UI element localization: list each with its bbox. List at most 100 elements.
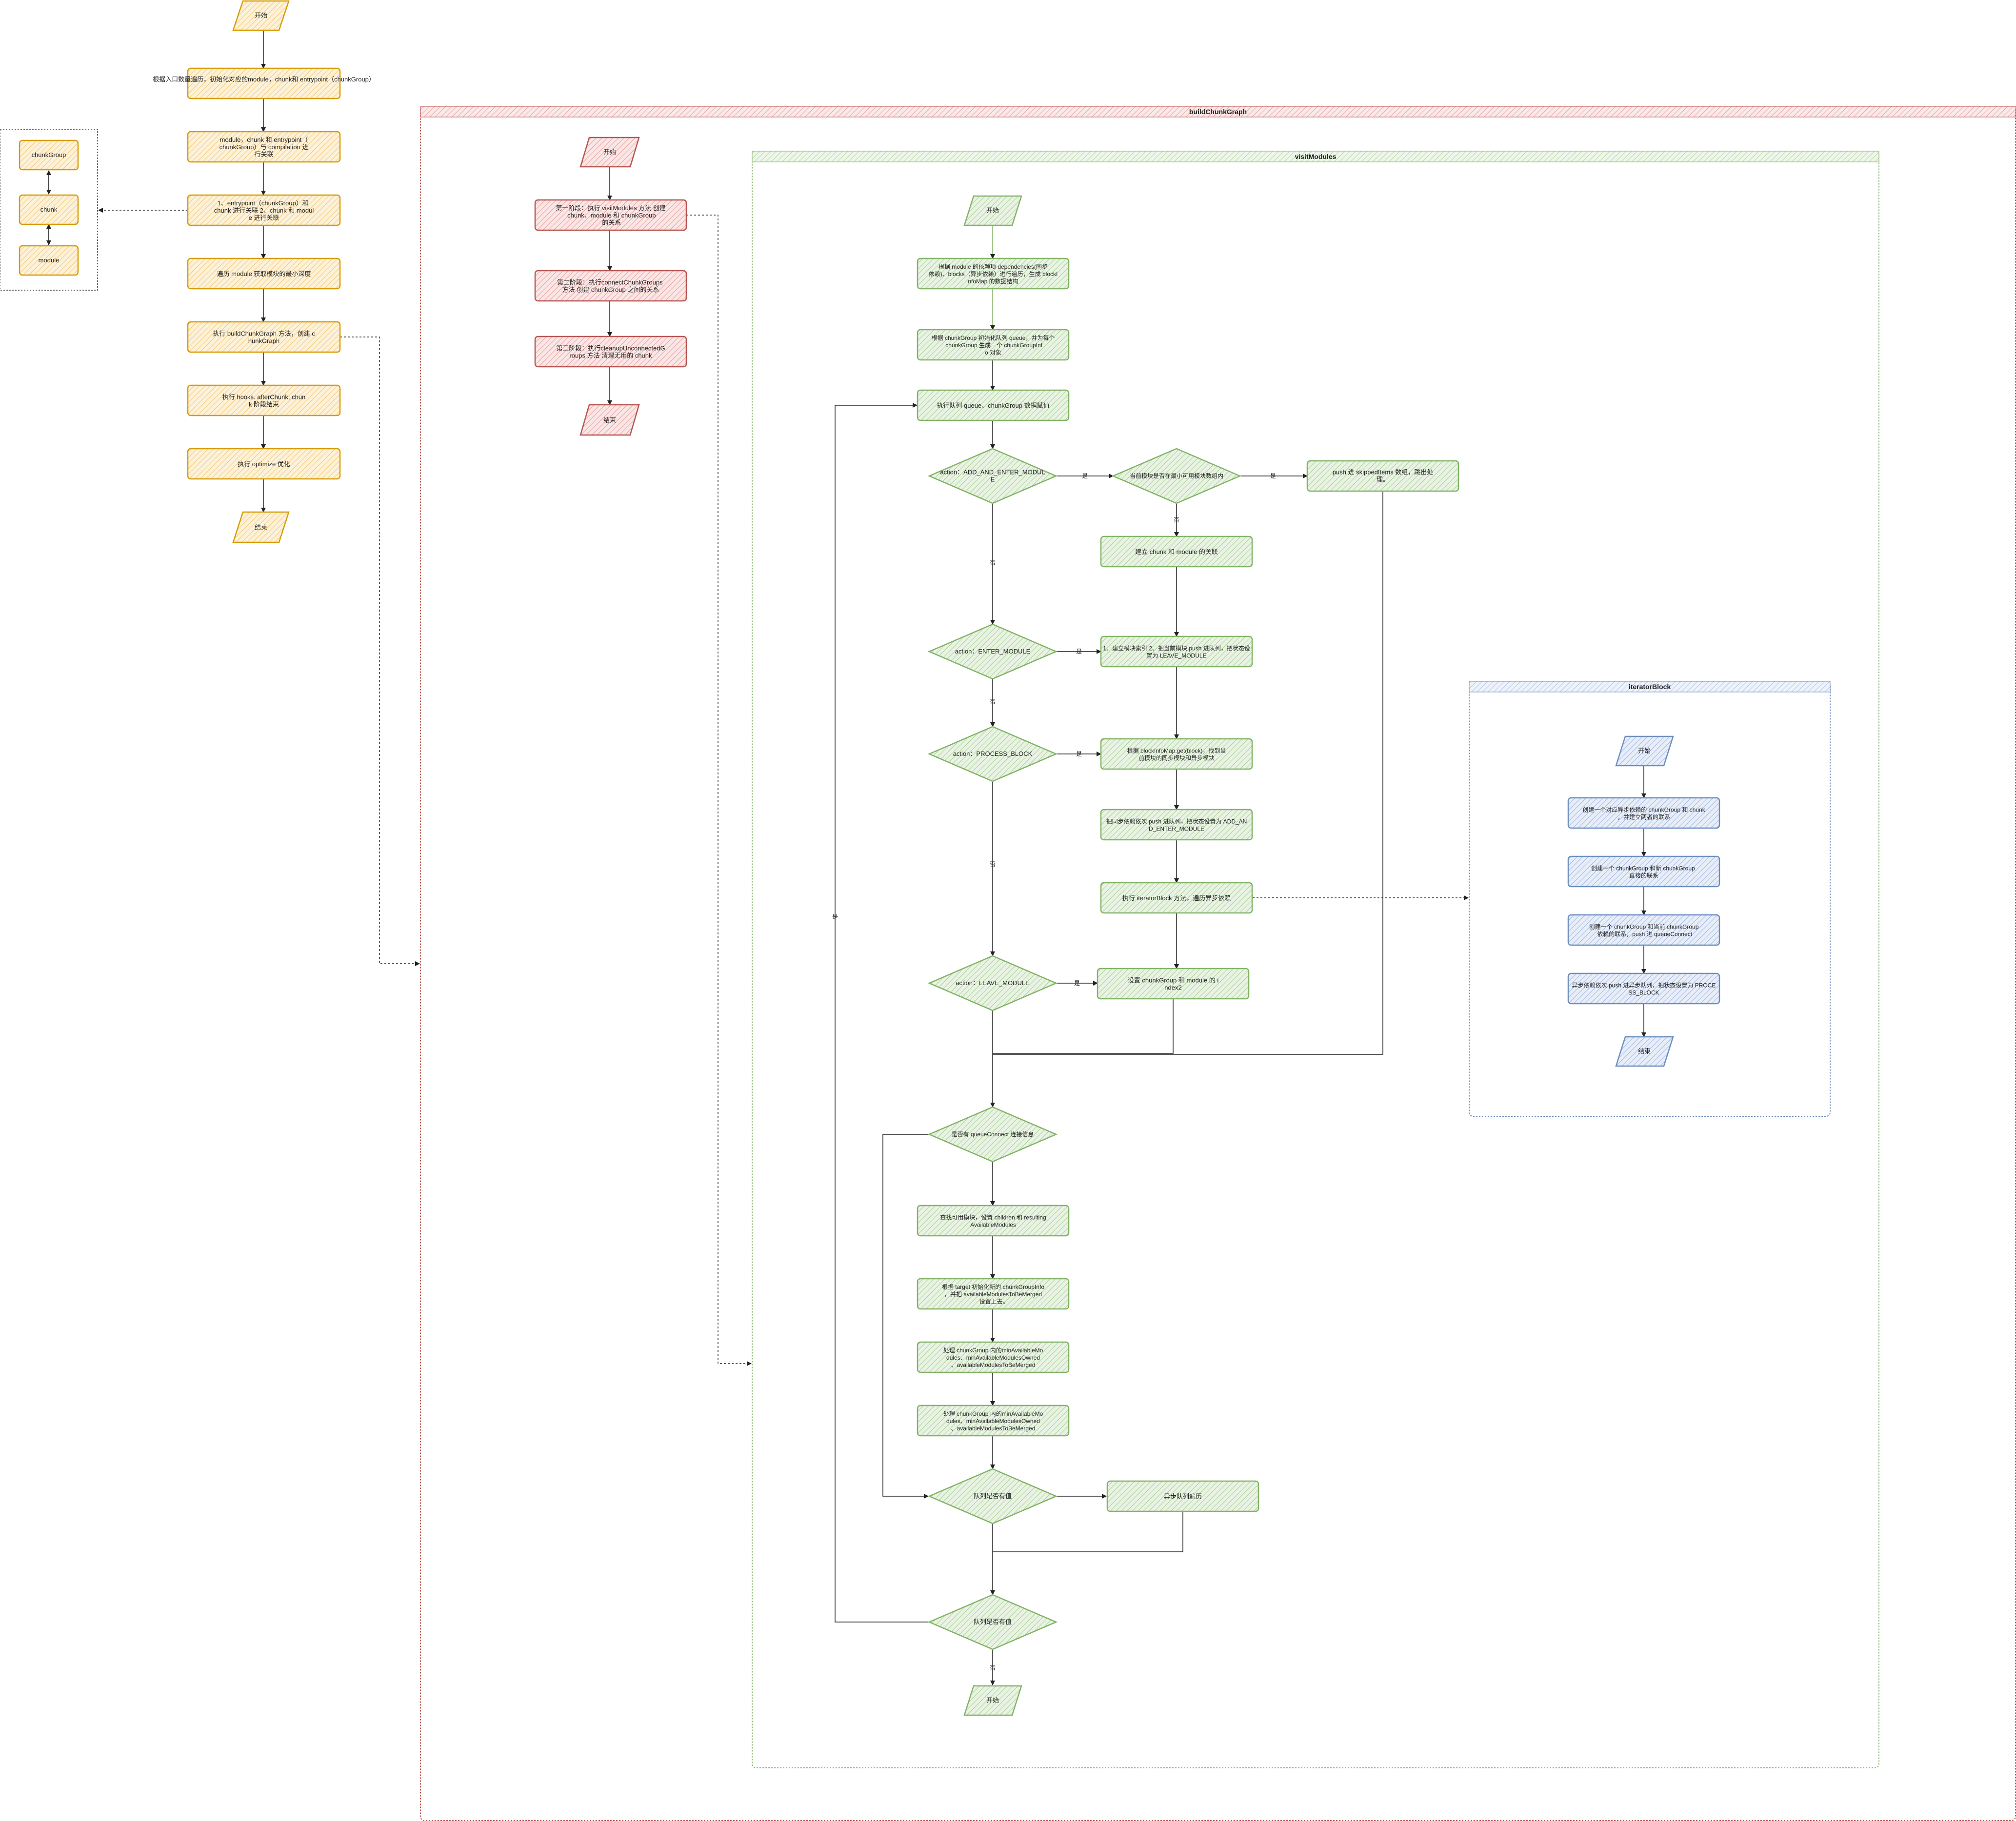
- vm-node-blockinfomap[interactable]: 根据 module 的依赖项 dependencies(同步依赖)、blocks…: [917, 257, 1070, 290]
- vm-node-block-info[interactable]: 根据 blockInfoMap.get(block)，找到当前模块的同步模块和异…: [1100, 738, 1253, 770]
- label-line: 根据 target 初始化新的 chunkGroupInfo: [942, 1283, 1044, 1290]
- relation-chunkgroup-label: chunkGroup: [32, 151, 66, 158]
- vm-start-node[interactable]: 开始: [963, 195, 1022, 226]
- vm-node-link-chunk-module[interactable]: 建立 chunk 和 module 的关联: [1100, 535, 1253, 568]
- main-step-4-label: 遍历 module 获取模块的最小深度: [217, 270, 311, 277]
- edge-label-yes: 是: [1076, 648, 1082, 655]
- vm-end-label: 开始: [986, 1697, 999, 1704]
- vm-decision-min-available-label: 当前模块是否在最小可用模块数组内: [1130, 472, 1223, 479]
- edge-label-yes: 是: [1074, 980, 1080, 987]
- vm-decision-queue-has-value-1[interactable]: 队列是否有值: [927, 1468, 1058, 1524]
- label-line: 依赖的联系，push 进 queueConnect: [1596, 930, 1693, 938]
- ib-node-queue-connect[interactable]: 创建一个 chunkGroup 和当前 chunkGroup 依赖的联系，pus…: [1567, 914, 1720, 946]
- label-line: hunkGraph: [248, 337, 279, 345]
- vm-node-skipped-items-label: push 进 skippedItems 数组，跳出处理。: [1333, 469, 1434, 483]
- main-step-4[interactable]: 遍历 module 获取模块的最小深度: [187, 257, 341, 290]
- relation-chunkgroup-node[interactable]: chunkGroup: [19, 139, 79, 171]
- main-step-2[interactable]: module，chunk 和 entrypoint（chunkGroup）与 c…: [187, 131, 341, 163]
- label-line: 依赖)、blocks（异步依赖）进行遍历，生成 blockI: [929, 270, 1058, 277]
- main-step-1-label: 根据入口数量遍历，初始化对应的module，chunk和 entrypoint（…: [153, 76, 375, 83]
- vm-node-block-info-label: 根据 blockInfoMap.get(block)，找到当前模块的同步模块和异…: [1127, 748, 1226, 762]
- label-line: 1、entrypoint（chunkGroup）和: [218, 199, 311, 207]
- vm-node-run-queue[interactable]: 执行队列 queue、chunkGroup 数据赋值: [917, 389, 1070, 421]
- label-line: chunkGroup 生成一个 chunkGroupInf: [944, 342, 1043, 349]
- vm-decision-process-block[interactable]: action：PROCESS_BLOCK: [927, 726, 1058, 782]
- ib-node-create-async-group[interactable]: 创建一个对应异步依赖的 chunkGroup 和 chunk，并建立两者的联系: [1567, 797, 1720, 829]
- relation-module-node[interactable]: module: [19, 245, 79, 276]
- vm-node-link-chunk-module-label: 建立 chunk 和 module 的关联: [1135, 548, 1218, 555]
- main-step-1[interactable]: 根据入口数量遍历，初始化对应的module，chunk和 entrypoint（…: [153, 67, 375, 99]
- label-line: action：ADD_AND_ENTER_MODUL: [940, 469, 1045, 476]
- main-end-label: 结束: [255, 524, 267, 531]
- ib-node-link-new-group[interactable]: 创建一个 chunkGroup 和新 chunkGroup 直接的联系: [1567, 855, 1720, 888]
- label-line: 第三阶段：执行cleanupUnconnectedG: [556, 345, 665, 352]
- label-line: E: [991, 476, 995, 483]
- main-start-node[interactable]: 开始: [232, 0, 290, 31]
- edge-label-yes: 是: [1270, 473, 1276, 479]
- main-step-2-label: module，chunk 和 entrypoint（chunkGroup）与 c…: [220, 136, 309, 158]
- main-start-label: 开始: [255, 12, 267, 19]
- label-line: 1、建立模块索引 2、把当前模块 push 进队列，把状态设: [1103, 645, 1250, 652]
- bcg-phase-1[interactable]: 第一阶段：执行 visitModules 方法 创建 chunk、module …: [534, 199, 687, 231]
- vm-node-iterator-block[interactable]: 执行 iteratorBlock 方法，遍历异步依赖: [1100, 882, 1253, 914]
- vm-decision-leave-module[interactable]: action：LEAVE_MODULE: [927, 955, 1058, 1011]
- vm-node-async-queue[interactable]: 异步队列遍历: [1106, 1480, 1259, 1512]
- build-chunk-graph-flow: 开始 第一阶段：执行 visitModules 方法 创建 chunk、modu…: [534, 137, 687, 436]
- edge-labels: 是 是 否 否 是 否 是 否 是 否 是: [832, 473, 1276, 1671]
- ib-node-link-new-group-label: 创建一个 chunkGroup 和新 chunkGroup 直接的联系: [1591, 865, 1697, 879]
- main-step-3[interactable]: 1、entrypoint（chunkGroup）和 chunk 进行关联 2、c…: [187, 194, 341, 226]
- build-chunk-graph-title: buildChunkGraph: [1189, 108, 1247, 116]
- edges: [46, 31, 1646, 1685]
- edge-label-no: 否: [990, 861, 996, 868]
- vm-decision-enter-module[interactable]: action：ENTER_MODULE: [927, 623, 1058, 680]
- vm-decision-queue-connect[interactable]: 是否有 queueConnect 连接信息: [927, 1106, 1058, 1163]
- vm-end-node[interactable]: 开始: [963, 1685, 1022, 1716]
- label-line: 执行 buildChunkGraph 方法，创建 c: [213, 330, 315, 337]
- ib-start-node[interactable]: 开始: [1615, 735, 1674, 767]
- ib-end-node[interactable]: 结束: [1615, 1036, 1674, 1067]
- label-line: 行关联: [254, 151, 273, 158]
- label-line: 根据 module 的依赖项 dependencies(同步: [938, 263, 1048, 270]
- iterator-block-flow: 开始 创建一个对应异步依赖的 chunkGroup 和 chunk，并建立两者的…: [1567, 735, 1720, 1067]
- bcg-start-node[interactable]: 开始: [579, 137, 640, 168]
- vm-node-enter-module[interactable]: 1、建立模块索引 2、把当前模块 push 进队列，把状态设置为 LEAVE_M…: [1100, 635, 1253, 668]
- bcg-phase-2-label: 第二阶段：执行connectChunkGroups 方法 创建 chunkGro…: [557, 279, 664, 294]
- ib-node-queue-connect-label: 创建一个 chunkGroup 和当前 chunkGroup 依赖的联系，pus…: [1589, 923, 1699, 938]
- main-step-7[interactable]: 执行 optimize 优化: [187, 448, 341, 480]
- vm-decision-queue-has-value-2[interactable]: 队列是否有值: [927, 1594, 1058, 1650]
- vm-node-run-queue-label: 执行队列 queue、chunkGroup 数据赋值: [937, 402, 1049, 409]
- main-end-node[interactable]: 结束: [232, 511, 290, 543]
- vm-decision-min-available[interactable]: 当前模块是否在最小可用模块数组内: [1111, 448, 1242, 504]
- bcg-end-node[interactable]: 结束: [579, 404, 640, 436]
- vm-decision-process-block-label: action：PROCESS_BLOCK: [953, 750, 1033, 757]
- label-line: SS_BLOCK: [1628, 990, 1659, 996]
- bcg-phase-2[interactable]: 第二阶段：执行connectChunkGroups 方法 创建 chunkGro…: [534, 270, 687, 302]
- relation-chunk-node[interactable]: chunk: [19, 194, 79, 225]
- label-line: 直接的联系: [1629, 872, 1658, 879]
- vm-node-init-target[interactable]: 根据 target 初始化新的 chunkGroupInfo，并把 availa…: [917, 1278, 1070, 1310]
- label-line: D_ENTER_MODULE: [1149, 826, 1204, 832]
- label-line: 设置上去。: [978, 1298, 1008, 1305]
- bcg-end-label: 结束: [603, 416, 616, 424]
- label-line: 设置 chunkGroup 和 module 的 i: [1128, 977, 1219, 984]
- label-line: dules、minAvailableModulesOwned: [946, 1418, 1040, 1425]
- label-line: chunk 进行关联 2、chunk 和 modul: [214, 207, 314, 214]
- vm-node-init-queue[interactable]: 根据 chunkGroup 初始化队列 queue，并为每个 chunkGrou…: [917, 329, 1070, 361]
- edge-label-no: 否: [990, 1664, 996, 1671]
- vm-node-skipped-items[interactable]: push 进 skippedItems 数组，跳出处理。: [1306, 460, 1459, 492]
